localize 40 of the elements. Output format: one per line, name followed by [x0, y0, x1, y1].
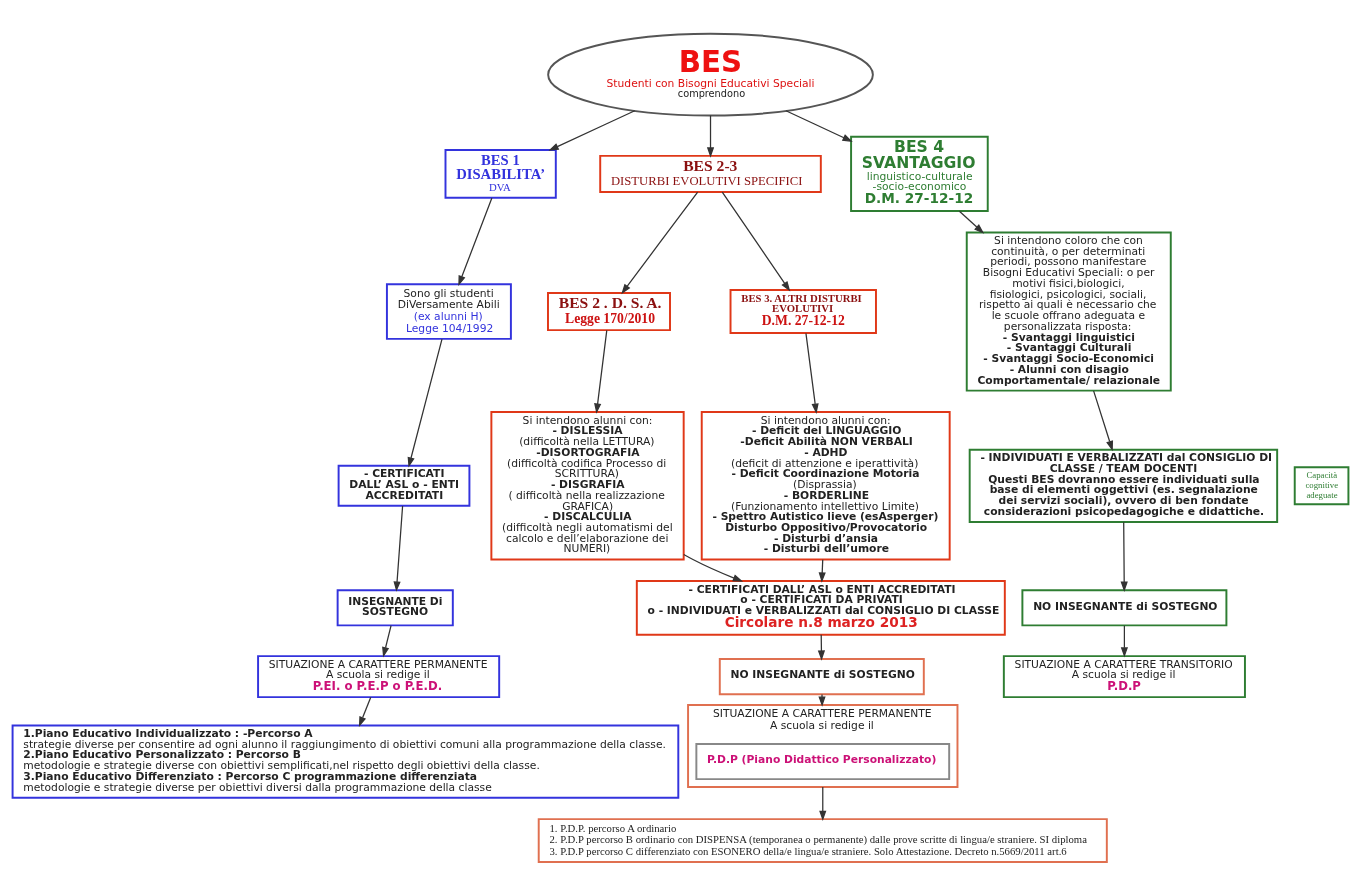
arrow [358, 696, 372, 727]
node-box: Si intendono coloro che con continuità, o per determinati periodi, possono manifestare Bisogni Educativi Speciali: o per motivi fisici,biologici, fisiologici, psicologici, sociali, rispetto ai quali è necessario che le scuole offrano adeguata e personalizzata risposta: - Svantaggi linguistici - Svantaggi Culturali - Svantaggi Socio-Economici - Alunni con disagio Comportamentale/ relazionale [965, 231, 1172, 392]
node-box: BES 4 SVANTAGGIO linguistico-culturale -socio-economico D.M. 27-12-12 [850, 135, 989, 212]
node-box: - INDIVIDUATI E VERBALIZZATI dal CONSIGLIO DI CLASSE / TEAM DOCENTI Questi BES dovranno essere individuati sulla base di elementi oggettivi (es. segnalazione dei servizi sociali), ovvero di ben fondate considerazioni psicopedagogiche e didattiche. [968, 448, 1279, 523]
node-box: - CERTIFICATI DALL’ ASL o - ENTI ACCREDITATI [337, 464, 471, 507]
node-box: Si intendono alunni con: - Deficit del LINGUAGGIO -Deficit Abilità NON VERBALI - ADHD (deficit di attenzione e iperattività) - Deficit Coordinazione Motoria (Disprassia) - BORDERLINE (Funzionamento intellettivo Limite) - Spettro Autistico lieve (esAsperger) Disturbo Oppositivo/Provocatorio - Disturbi d’ansia - Disturbi dell’umore [700, 411, 951, 561]
arrow [958, 210, 985, 234]
arrow [706, 114, 715, 158]
arrow [1120, 625, 1129, 658]
node-box: INSEGNANTE Di SOSTEGNO [336, 589, 454, 627]
arrow [1120, 521, 1128, 592]
node-ellipse: BES Studenti con Bisogni Educativi Speciali comprendono [547, 32, 874, 117]
arrow [721, 191, 791, 292]
node-box: BES 3. ALTRI DISTURBI EVOLUTIVI D.M. 27-12-12 [729, 289, 877, 334]
arrow [683, 553, 744, 582]
node-box: BES 2 . D. S. A. Legge 170/2010 [547, 292, 671, 332]
arrow [819, 786, 827, 822]
arrow [594, 329, 608, 414]
node-box: BES 2-3 DISTURBI EVOLUTIVI SPECIFICI [599, 154, 822, 193]
arrow [818, 693, 826, 707]
arrow [621, 191, 699, 295]
node-box: Capacità cognitive adeguate [1293, 466, 1350, 506]
node-box: SITUAZIONE A CARATTERE PERMANENTE A scuola si redige il P.EI. o P.E.P o P.E.D. [257, 655, 501, 699]
arrow [1092, 390, 1114, 452]
arrow [805, 332, 819, 414]
node-box: BES 1 DISABILITA’ DVA [444, 149, 557, 199]
node-box: SITUAZIONE A CARATTERE TRANSITORIO A scuola si redige il P.D.P [1002, 655, 1246, 699]
arrow [382, 625, 392, 658]
node-box: 1.Piano Educativo Individualizzato : -Percorso A strategie diverse per consentire ad ogni alunno il raggiungimento di obiettivi comuni alla programmazione della classe. 2.Piano Educativo Personalizzato : Percorso B metodologie e strategie diverse con obiettivi semplificati,nel rispetto degli obiettivi della classe. 3.Piano Educativo Differenziato : Percorso C programmazione differenziata metodologie e strategie diverse per obiettivi diversi dalla programmazione della classe [11, 724, 680, 799]
arrow [407, 338, 443, 468]
arrow [548, 110, 636, 151]
node-box: P.D.P (Piano Didattico Personalizzato) [695, 743, 951, 781]
arrow [785, 110, 853, 142]
node-box: Si intendono alunni con: - DISLESSIA (difficoltà nella LETTURA) -DISORTOGRAFIA (difficoltà codifica Processo di SCRITTURA) - DISGRAFIA ( difficoltà nella realizzazione GRAFICA) - DISCALCULIA (difficoltà negli automatismi del calcolo e dell’elaborazione dei NUMERI) [490, 411, 685, 561]
node-box: 1. P.D.P. percorso A ordinario 2. P.D.P percorso B ordinario con DISPENSA (temporanea o permanente) dalle prove scritte di lingua/e straniere. SI diploma 3. P.D.P percorso C differenziato con ESONERO della/e lingua/e straniere. Solo Attestazione. Decreto n.5669/2011 art.6 [537, 818, 1108, 864]
arrow [393, 505, 404, 592]
node-box: Sono gli studenti DiVersamente Abili (ex alunni H) Legge 104/1992 [385, 283, 512, 340]
node-box: NO INSEGNANTE di SOSTEGNO [1021, 589, 1228, 627]
arrow [458, 197, 493, 286]
node-box: - CERTIFICATI DALL’ ASL o ENTI ACCREDITATI o - CERTIFICATI DA PRIVATI o - INDIVIDUATI e VERBALIZZATI dal CONSIGLIO DI CLASSE Circolare n.8 marzo 2013 [635, 580, 1006, 636]
